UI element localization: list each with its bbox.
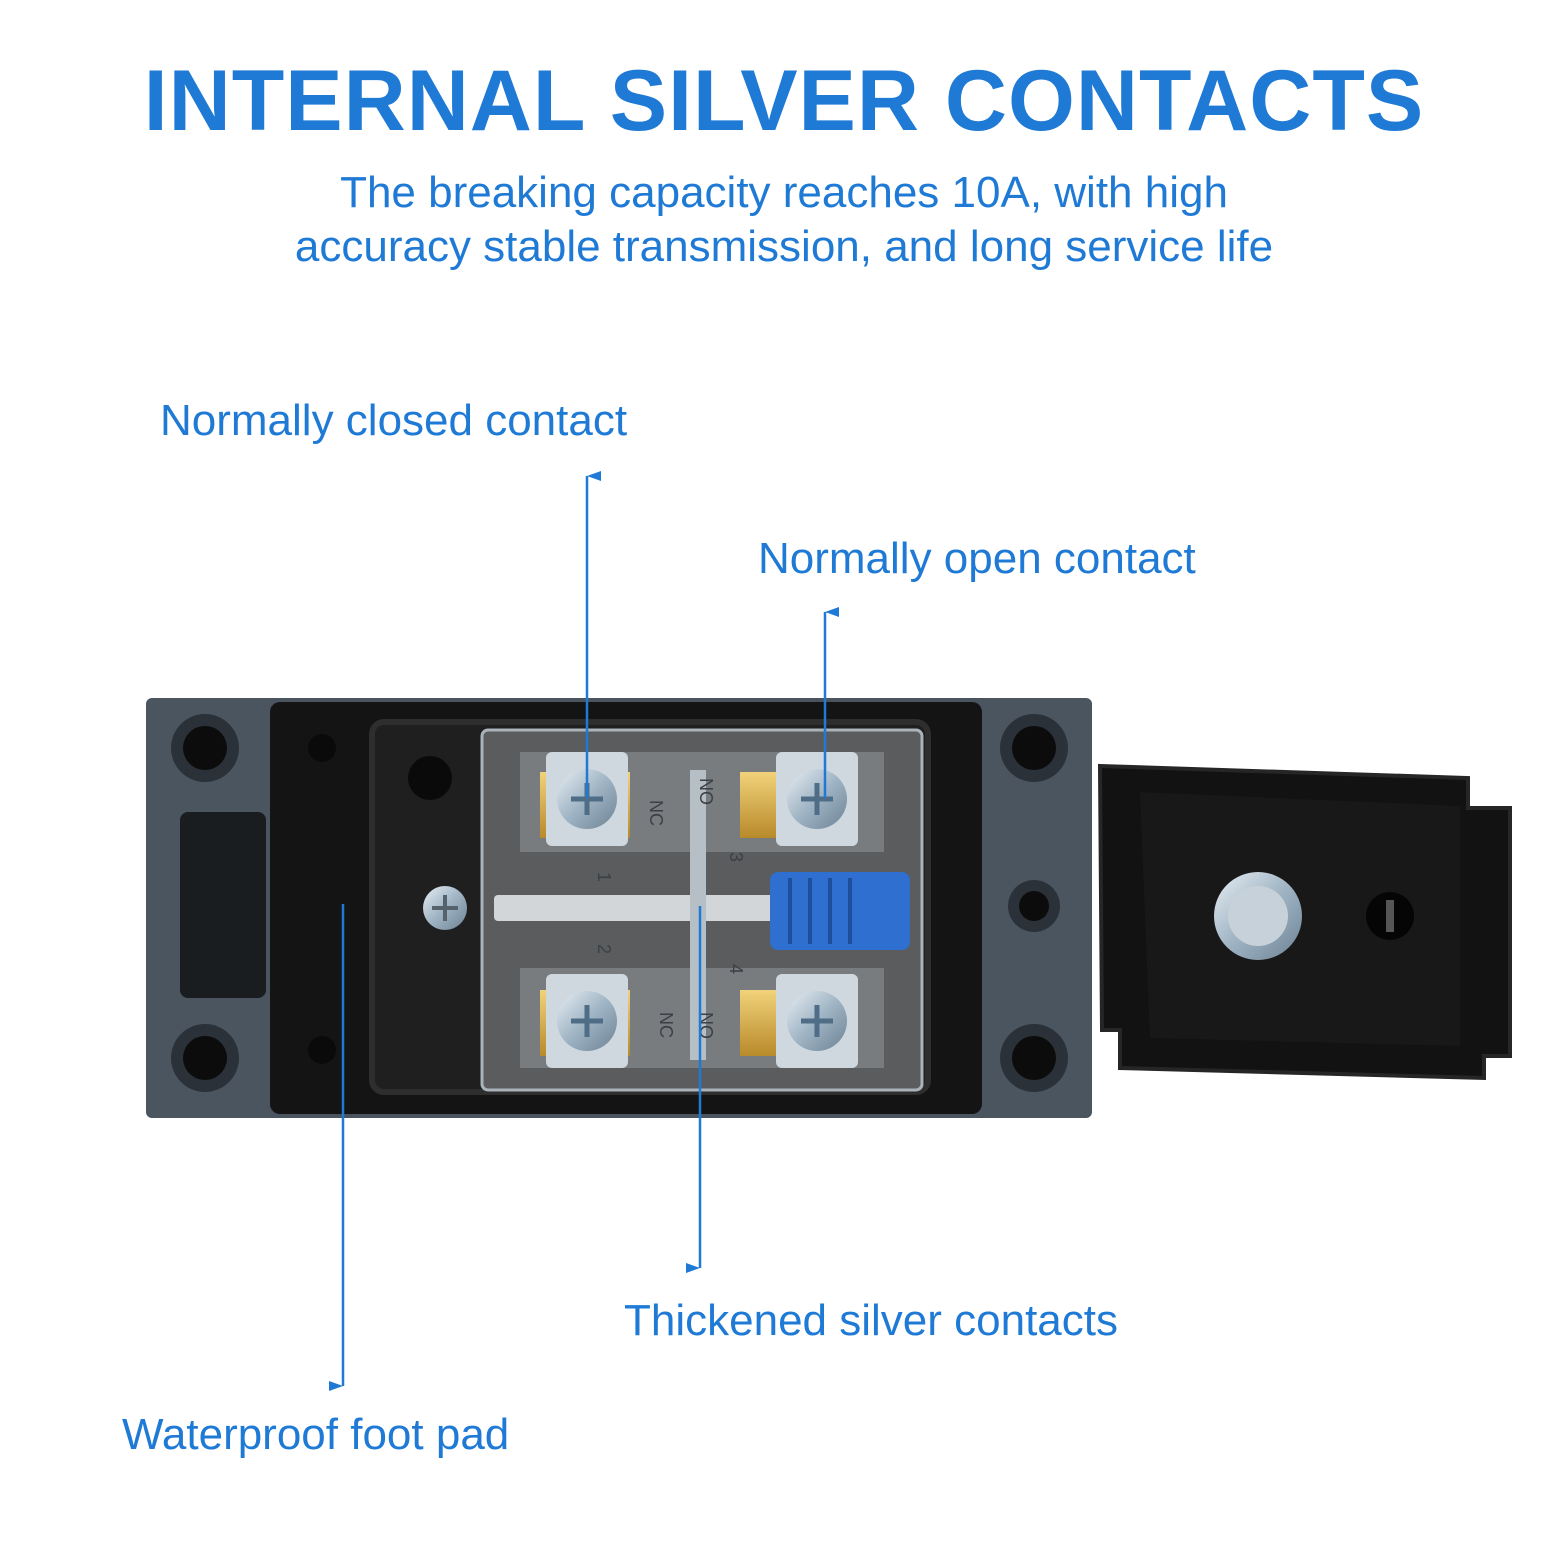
mark-4: 4: [726, 964, 746, 974]
label-normally-open: Normally open contact: [758, 534, 1196, 583]
mark-nc-top: NC: [646, 800, 666, 826]
plunger: [494, 895, 784, 921]
terminal-nc-top: [540, 752, 630, 846]
silver-contacts: [690, 770, 706, 1060]
terminal-no-top: [740, 752, 858, 846]
mark-no-top: NO: [696, 778, 716, 805]
mark-3: 3: [726, 852, 746, 862]
page-subtitle: The breaking capacity reaches 10A, with …: [0, 166, 1568, 274]
foot-pad: [180, 812, 266, 998]
label-normally-closed: Normally closed contact: [160, 396, 628, 445]
mark-nc-bottom: NC: [656, 1012, 676, 1038]
subtitle-line-2: accuracy stable transmission, and long s…: [294, 222, 1274, 271]
blue-lever: [770, 872, 910, 950]
label-silver-contacts: Thickened silver contacts: [624, 1296, 1118, 1345]
terminal-no-bottom: [740, 974, 858, 1068]
terminal-nc-bottom: [540, 974, 630, 1068]
mark-1: 1: [594, 872, 614, 882]
subtitle-line-1: The breaking capacity reaches 10A, with …: [340, 168, 1228, 217]
mounting-holes: [171, 714, 1068, 1092]
label-waterproof-foot-pad: Waterproof foot pad: [122, 1410, 510, 1459]
mark-2: 2: [594, 944, 614, 954]
page-title: INTERNAL SILVER CONTACTS: [143, 53, 1425, 149]
